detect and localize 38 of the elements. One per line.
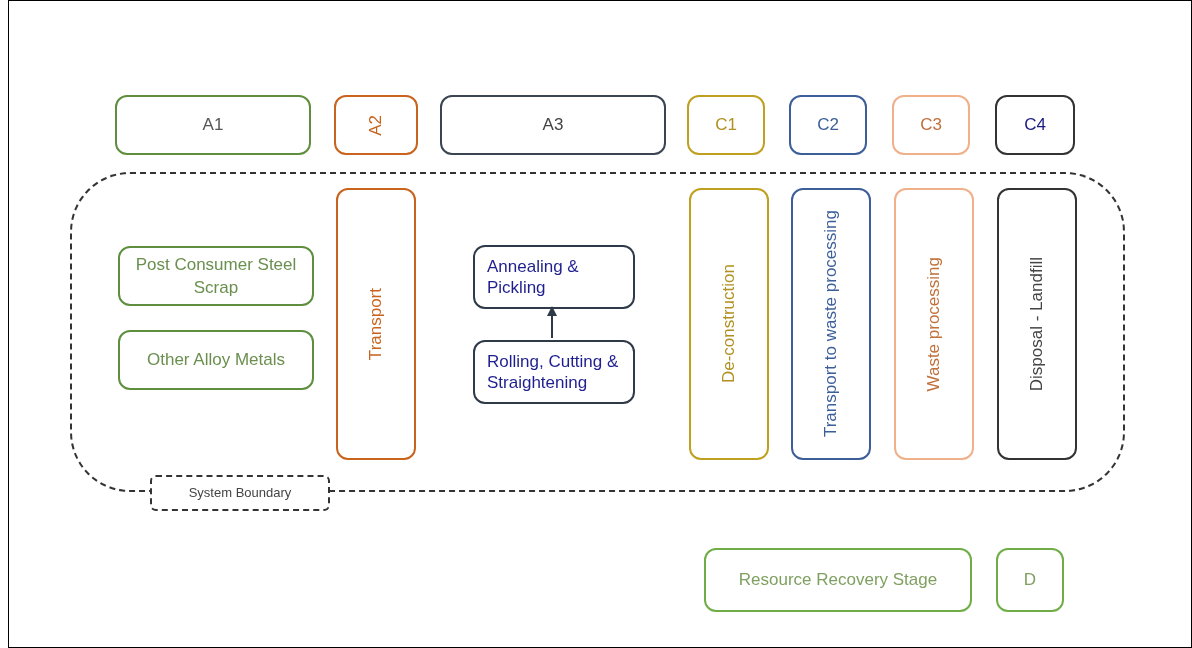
stage-column: [336, 188, 416, 460]
stage-label: C1: [715, 114, 737, 137]
stage-label: De-construction: [718, 264, 740, 384]
boundary-label: System Boundary: [150, 475, 330, 511]
stage-label: A1: [202, 114, 224, 137]
stage-label: A2: [365, 114, 387, 136]
stage-column: [894, 188, 974, 460]
stage-box: [995, 95, 1075, 155]
stage-box: [118, 246, 314, 306]
stage-label: Annealing & Pickling: [487, 255, 580, 299]
stage-column: [334, 95, 418, 155]
stage-box: [996, 548, 1064, 612]
stage-label: Waste processing: [923, 256, 945, 392]
arrow: [547, 306, 557, 339]
stage-label: Resource Recovery Stage: [738, 569, 938, 592]
stage-label: Transport: [365, 287, 387, 361]
stage-label: C3: [920, 114, 942, 137]
stage-label: Disposal - Landfill: [1026, 256, 1048, 392]
stage-box: [118, 330, 314, 390]
stage-label: Other Alloy Metals: [147, 349, 285, 372]
stage-box: [440, 95, 666, 155]
stage-column: [997, 188, 1077, 460]
stage-box: [473, 245, 635, 309]
stage-label: A3: [542, 114, 564, 137]
stage-box: [115, 95, 311, 155]
stage-label: Transport to waste processing: [820, 210, 842, 438]
stage-label: C4: [1024, 114, 1046, 137]
stage-box: [892, 95, 970, 155]
stage-label: Post Consumer Steel Scrap: [134, 253, 298, 299]
stage-label: Rolling, Cutting & Straightening: [487, 350, 620, 394]
stage-column: [689, 188, 769, 460]
stage-label: D: [1023, 569, 1037, 592]
stage-box: [687, 95, 765, 155]
stage-label: C2: [817, 114, 839, 137]
stage-column: [791, 188, 871, 460]
stage-box: [789, 95, 867, 155]
stage-box: [473, 340, 635, 404]
stage-box: [704, 548, 972, 612]
